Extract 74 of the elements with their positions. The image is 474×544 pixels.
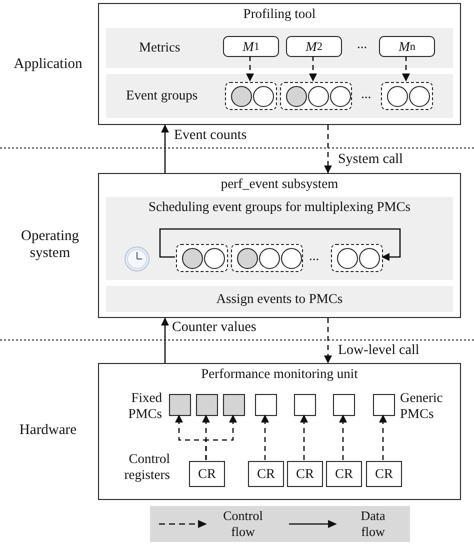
event-circle [337, 248, 358, 269]
counter-box [333, 394, 355, 416]
arrow [161, 318, 169, 363]
arrow [402, 56, 410, 82]
event-circle [387, 86, 408, 107]
counter-box [373, 394, 395, 416]
process-band: Assign events to PMCs [106, 286, 453, 312]
event-circle [359, 248, 380, 269]
system-panel [98, 3, 461, 125]
layer-label: Application [12, 56, 84, 74]
ellipsis-text: ... [356, 36, 368, 52]
event-circle [204, 248, 225, 269]
arrow [300, 414, 308, 460]
system-panel [98, 173, 461, 318]
event-group-box [280, 82, 352, 110]
event-circle [259, 248, 280, 269]
panel-title: Performance monitoring unit [201, 367, 358, 382]
event-circle [286, 86, 307, 107]
counter-box [294, 394, 316, 416]
arrow [324, 125, 332, 174]
section-band [106, 74, 453, 118]
system-panel [98, 363, 461, 500]
arrow [261, 414, 269, 460]
event-group-box [225, 82, 277, 110]
arrow [159, 228, 401, 261]
section-band [106, 28, 453, 68]
event-circle [253, 86, 274, 107]
counter-box [169, 394, 191, 416]
panel-title: Profiling tool [243, 7, 316, 22]
arrow [324, 318, 332, 364]
counter-box [196, 394, 218, 416]
arrow [205, 414, 237, 460]
event-circle [237, 248, 258, 269]
group-label: Control registers [123, 451, 170, 484]
register-box: CR [366, 461, 402, 487]
group-label: Generic PMCs [400, 390, 444, 422]
arrow [246, 56, 254, 82]
edge-label: Counter values [172, 320, 256, 336]
event-circle [330, 86, 351, 107]
event-circle [182, 248, 203, 269]
legend-label: Data flow [360, 508, 386, 540]
band-label: Scheduling event groups for multiplexing PMCs [148, 200, 411, 215]
clock-icon [124, 246, 150, 272]
band-label: Event groups [126, 88, 198, 104]
ellipsis-text: ... [360, 86, 372, 102]
event-group-box [381, 82, 433, 110]
arrow [161, 124, 169, 173]
counter-box [223, 394, 245, 416]
arrow [379, 414, 387, 460]
arrow [309, 56, 317, 82]
counter-box [255, 394, 277, 416]
group-label: Fixed PMCs [127, 390, 162, 422]
register-box: CR [287, 461, 323, 487]
event-group-box [331, 244, 383, 272]
ellipsis-text: ... [308, 248, 320, 264]
layer-label: Operating system [20, 228, 80, 263]
register-box: CR [326, 461, 362, 487]
event-circle [231, 86, 252, 107]
register-box: CR [248, 461, 284, 487]
edge-label: Event counts [174, 128, 247, 144]
event-circle [308, 86, 329, 107]
edge-label: Low-level call [338, 343, 420, 358]
edge-label: System call [338, 152, 403, 168]
event-circle [281, 248, 302, 269]
legend-label: Control flow [222, 508, 264, 540]
register-box: CR [189, 461, 225, 487]
arrow [339, 414, 347, 460]
event-circle [409, 86, 430, 107]
panel-title: perf_event subsystem [220, 177, 338, 192]
event-group-box [176, 244, 228, 272]
layer-label: Hardware [18, 422, 78, 440]
event-group-box [231, 244, 303, 272]
section-band [106, 197, 453, 280]
band-label: Metrics [139, 40, 180, 56]
